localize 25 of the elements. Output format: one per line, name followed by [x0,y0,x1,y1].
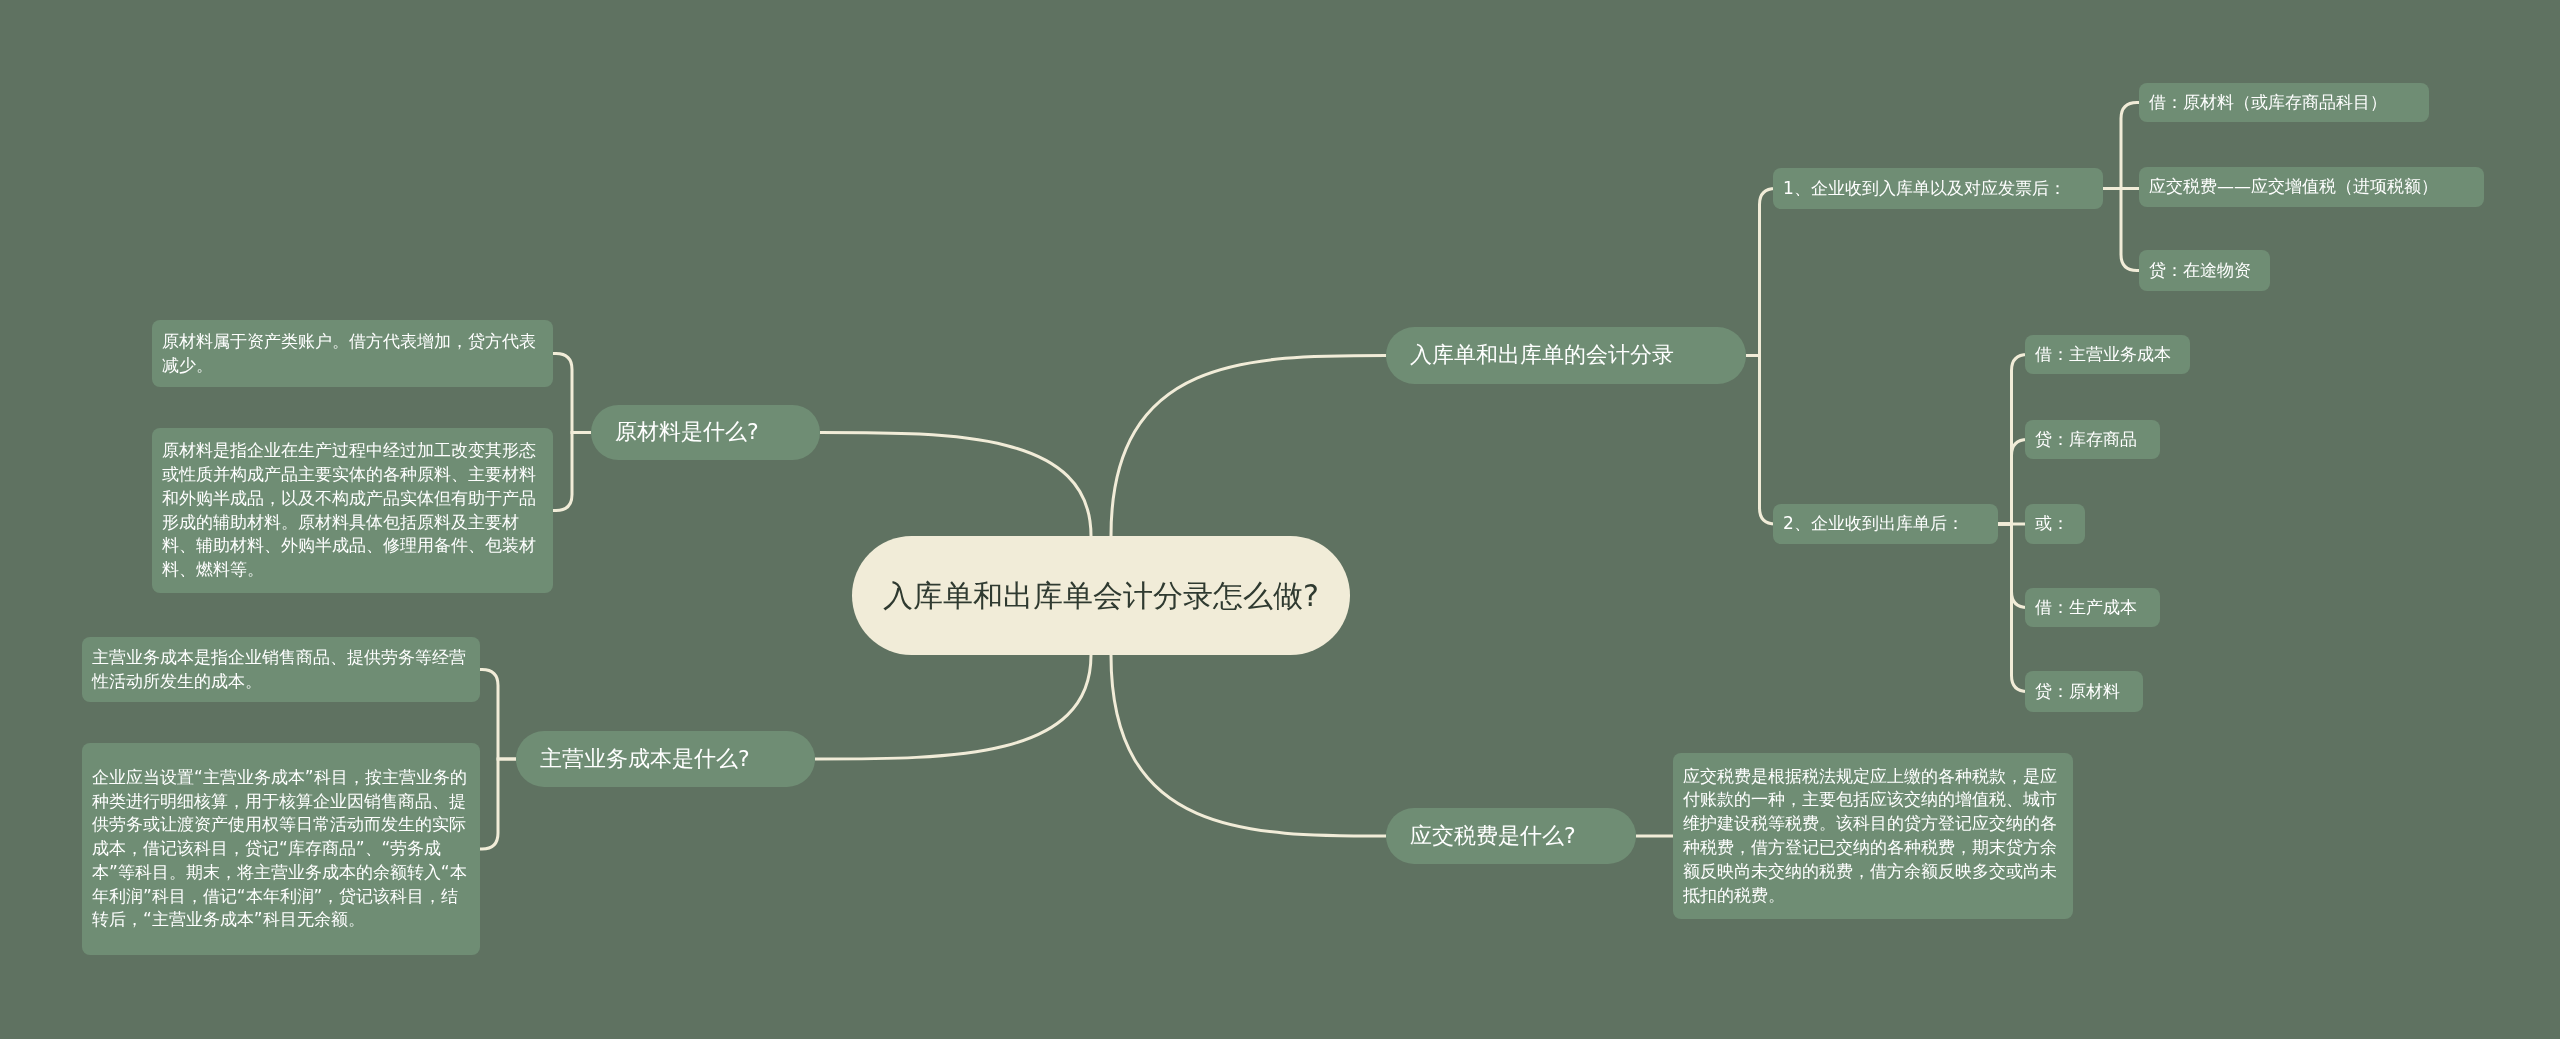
connector-line [815,654,1093,761]
central-topic: 入库单和出库单会计分录怎么做? [852,536,1350,655]
text-card: 借：原材料（或库存商品科目） [2139,83,2429,122]
topic-pill: 原材料是什么? [591,405,820,460]
connector-line [1109,654,1386,838]
text-card: 企业应当设置“主营业务成本”科目，按主营业务的种类进行明细核算，用于核算企业因销售商品、提供劳务或让渡资产使用权等日常活动而发生的实际成本，借记该科目，贷记“库存商品”、“劳务成本”等科目。期末，将主营业务成本的余额转入“本年利润”科目，借记“本年利润”，贷记该科目，结转后，“主营业务成本”科目无余额。 [82,743,480,955]
text-card: 贷：原材料 [2025,671,2143,712]
text-card: 贷：库存商品 [2025,420,2160,459]
text-card: 借：主营业务成本 [2025,335,2190,374]
connector-line [1109,354,1386,537]
connector-line [820,431,1093,537]
topic-pill: 应交税费是什么? [1386,808,1636,864]
text-card: 原材料属于资产类账户。借方代表增加，贷方代表减少。 [152,320,553,387]
text-card: 主营业务成本是指企业销售商品、提供劳务等经营性活动所发生的成本。 [82,637,480,702]
text-card: 原材料是指企业在生产过程中经过加工改变其形态或性质并构成产品主要实体的各种原料、主要材料和外购半成品，以及不构成产品实体但有助于产品形成的辅助材料。原材料具体包括原料及主要材料、辅助材料、外购半成品、修理用备件、包装材料、燃料等。 [152,428,553,593]
text-card: 应交税费是根据税法规定应上缴的各种税款，是应付账款的一种，主要包括应该交纳的增值税、城市维护建设税等税费。该科目的贷方登记应交纳的各种税费，借方登记已交纳的各种税费，期末贷方余额反映尚未交纳的税费，借方余额反映多交或尚未抵扣的税费。 [1673,753,2073,919]
text-card: 2、企业收到出库单后： [1773,504,1998,544]
text-card: 借：生产成本 [2025,588,2160,627]
connector-line [1636,834,1673,838]
text-card: 贷：在途物资 [2139,250,2270,291]
text-card: 应交税费——应交增值税（进项税额） [2139,167,2484,207]
text-card: 1、企业收到入库单以及对应发票后： [1773,168,2103,209]
topic-pill: 主营业务成本是什么? [516,731,815,787]
text-card: 或： [2025,504,2085,544]
topic-pill: 入库单和出库单的会计分录 [1386,327,1746,384]
